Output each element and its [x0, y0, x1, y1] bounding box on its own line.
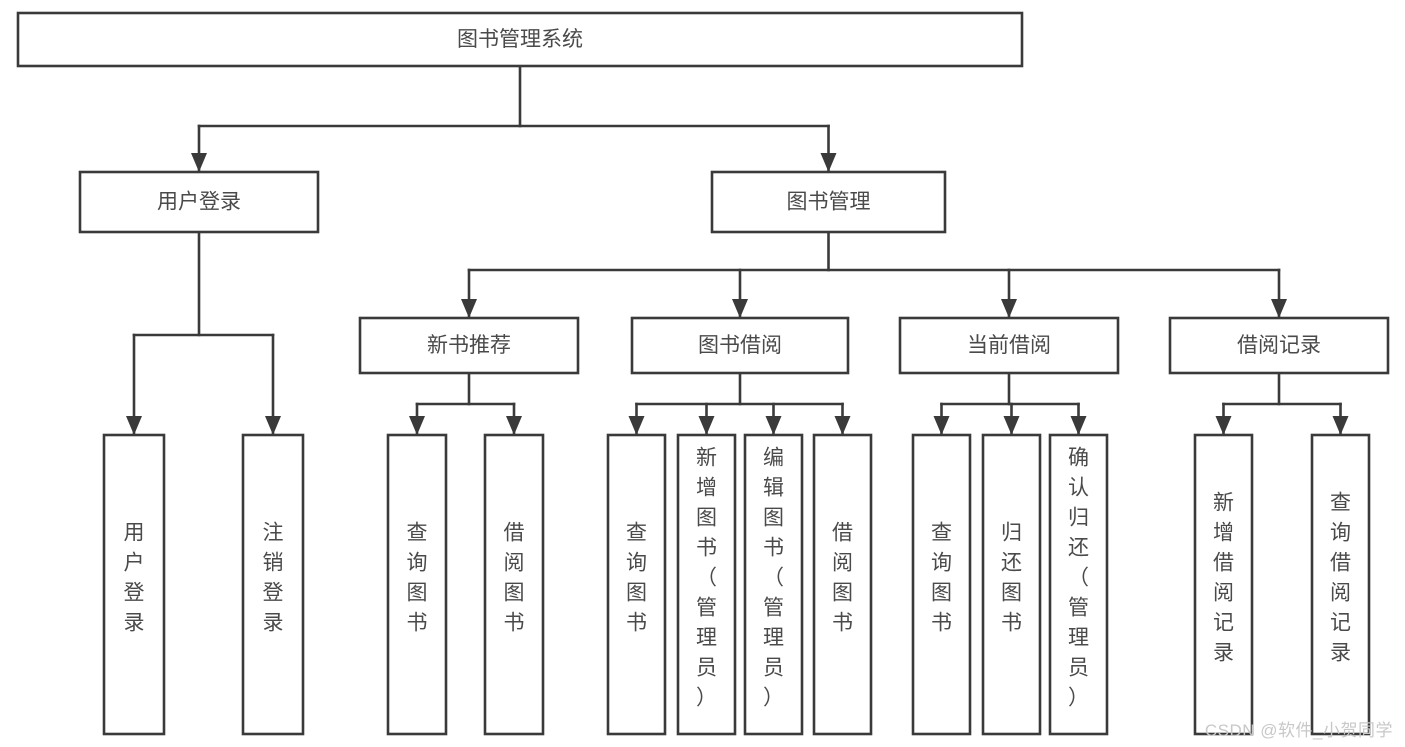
l3-3-arrow-1	[1332, 416, 1349, 435]
leaf-node-0-box[interactable]	[102, 433, 166, 736]
root-node-box[interactable]	[16, 11, 1024, 68]
leaf-node-10[interactable]: 确认归还（管理员）	[1048, 433, 1109, 736]
user-login-arrow-1	[265, 416, 281, 435]
leaf-node-9[interactable]: 归还图书	[981, 433, 1042, 736]
leaf-node-7-label: 借阅图书	[832, 522, 853, 635]
leaf-node-12-label: 查询借阅记录	[1330, 492, 1351, 665]
level3-node-2-box[interactable]	[898, 316, 1120, 375]
leaf-node-5-label: 新增图书（管理员）	[696, 447, 717, 710]
leaf-node-3-box[interactable]	[483, 433, 545, 736]
leaf-node-9-label: 归还图书	[1001, 522, 1022, 635]
leaf-node-7[interactable]: 借阅图书	[812, 433, 873, 736]
leaf-node-4-box[interactable]	[606, 433, 667, 736]
leaf-node-1-box[interactable]	[241, 433, 305, 736]
root-node[interactable]: 图书管理系统	[16, 11, 1024, 68]
leaf-node-3-label: 借阅图书	[504, 522, 525, 635]
leaf-node-3[interactable]: 借阅图书	[483, 433, 545, 736]
user-login-arrow-0	[126, 416, 142, 435]
leaf-node-2[interactable]: 查询图书	[386, 433, 448, 736]
book-manage-arrow-1	[732, 299, 748, 318]
book-manage-arrow-2	[1001, 299, 1017, 318]
leaf-node-2-box[interactable]	[386, 433, 448, 736]
leaf-node-11-label: 新增借阅记录	[1213, 492, 1234, 665]
level2-node-1-box[interactable]	[710, 170, 947, 234]
l3-2-arrow-0	[933, 416, 950, 435]
book-manage-arrow-3	[1271, 299, 1287, 318]
leaf-node-7-box[interactable]	[812, 433, 873, 736]
l3-1-arrow-3	[834, 416, 851, 435]
level3-node-0-label: 新书推荐	[427, 334, 511, 357]
level3-node-2[interactable]: 当前借阅	[898, 316, 1120, 375]
level3-node-3-label: 借阅记录	[1237, 334, 1321, 357]
level3-node-3-box[interactable]	[1168, 316, 1390, 375]
level3-node-1-box[interactable]	[630, 316, 850, 375]
l3-1-arrow-2	[765, 416, 782, 435]
leaf-node-1[interactable]: 注销登录	[241, 433, 305, 736]
level3-node-0-box[interactable]	[358, 316, 580, 375]
leaf-node-12[interactable]: 查询借阅记录	[1310, 433, 1371, 736]
l3-0-arrow-0	[409, 416, 425, 435]
leaf-node-11[interactable]: 新增借阅记录	[1193, 433, 1254, 736]
root-node-label: 图书管理系统	[457, 28, 583, 51]
leaf-node-12-box[interactable]	[1310, 433, 1371, 736]
leaf-node-6-label: 编辑图书（管理员）	[763, 447, 784, 710]
leaf-node-0-label: 用户登录	[124, 522, 145, 635]
level2-node-0-label: 用户登录	[157, 191, 241, 214]
l3-1-arrow-0	[628, 416, 645, 435]
level2-node-1[interactable]: 图书管理	[710, 170, 947, 234]
leaf-node-10-label: 确认归还（管理员）	[1068, 447, 1089, 710]
l3-2-arrow-1	[1003, 416, 1020, 435]
level2-node-0[interactable]: 用户登录	[78, 170, 320, 234]
level3-node-1[interactable]: 图书借阅	[630, 316, 850, 375]
leaf-node-8-label: 查询图书	[931, 522, 952, 635]
level2-node-0-box[interactable]	[78, 170, 320, 234]
level3-node-0[interactable]: 新书推荐	[358, 316, 580, 375]
root-arrow-0	[191, 153, 207, 172]
leaf-node-11-box[interactable]	[1193, 433, 1254, 736]
leaf-node-8[interactable]: 查询图书	[911, 433, 972, 736]
leaf-node-6[interactable]: 编辑图书（管理员）	[743, 433, 804, 736]
leaf-node-9-box[interactable]	[981, 433, 1042, 736]
leaf-node-0[interactable]: 用户登录	[102, 433, 166, 736]
level3-node-3[interactable]: 借阅记录	[1168, 316, 1390, 375]
leaf-node-6-box[interactable]	[743, 433, 804, 736]
connector-lines-group	[126, 64, 1349, 436]
l3-3-arrow-0	[1215, 416, 1232, 435]
book-manage-arrow-0	[461, 299, 477, 318]
nodes-group: 图书管理系统用户登录图书管理新书推荐图书借阅当前借阅借阅记录用户登录注销登录查询…	[16, 11, 1390, 736]
leaf-node-4-label: 查询图书	[626, 522, 647, 635]
leaf-node-10-box[interactable]	[1048, 433, 1109, 736]
leaf-node-2-label: 查询图书	[407, 522, 428, 635]
leaf-node-4[interactable]: 查询图书	[606, 433, 667, 736]
leaf-node-1-label: 注销登录	[263, 522, 284, 635]
csdn-watermark: CSDN @软件_小贺同学	[1204, 721, 1393, 740]
level2-node-1-label: 图书管理	[787, 191, 871, 214]
l3-1-arrow-1	[698, 416, 715, 435]
l3-2-arrow-2	[1070, 416, 1087, 435]
l3-0-arrow-1	[506, 416, 522, 435]
level3-node-1-label: 图书借阅	[698, 334, 782, 357]
root-arrow-1	[820, 153, 837, 172]
leaf-node-5-box[interactable]	[676, 433, 737, 736]
level3-node-2-label: 当前借阅	[967, 334, 1051, 357]
leaf-node-8-box[interactable]	[911, 433, 972, 736]
leaf-node-5[interactable]: 新增图书（管理员）	[676, 433, 737, 736]
